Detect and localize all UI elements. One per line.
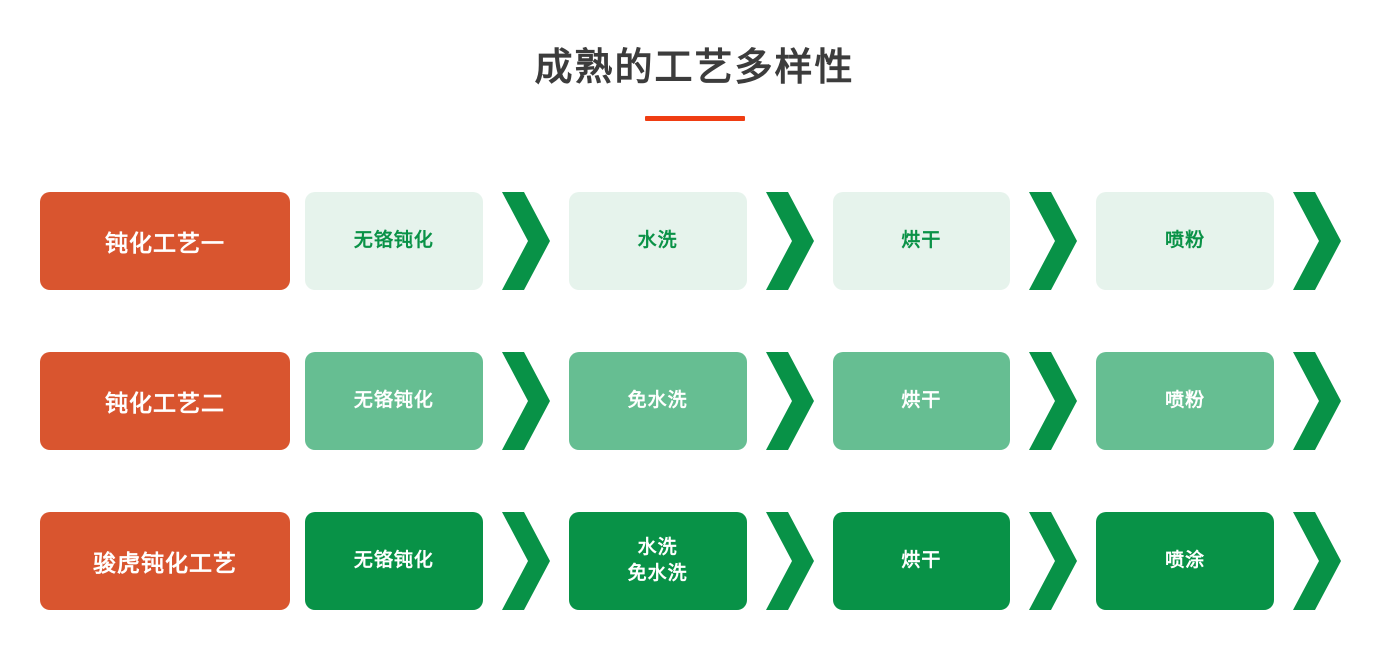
process-step-box[interactable]: 无铬钝化	[305, 512, 483, 610]
process-row-label[interactable]: 钝化工艺二	[40, 352, 290, 450]
chevron-right-icon	[483, 192, 569, 290]
chevron-right-icon	[483, 512, 569, 610]
process-step-group: 无铬钝化免水洗烘干喷粉	[305, 352, 1360, 450]
process-row-label[interactable]: 钝化工艺一	[40, 192, 290, 290]
chevron-right-icon	[1010, 512, 1096, 610]
process-flow: 钝化工艺一无铬钝化水洗烘干喷粉钝化工艺二无铬钝化免水洗烘干喷粉骏虎钝化工艺无铬钝…	[40, 192, 1360, 610]
row-label-spacer	[290, 352, 305, 450]
chevron-right-icon	[747, 512, 833, 610]
page-header: 成熟的工艺多样性	[0, 0, 1389, 121]
process-step-box[interactable]: 水洗 免水洗	[568, 512, 747, 610]
chevron-right-icon	[1010, 192, 1096, 290]
page-title: 成熟的工艺多样性	[534, 47, 855, 89]
process-step-box[interactable]: 喷粉	[1096, 352, 1274, 450]
process-step-box[interactable]: 烘干	[832, 512, 1011, 610]
process-step-box[interactable]: 无铬钝化	[305, 352, 483, 450]
row-label-spacer	[290, 512, 305, 610]
process-row: 骏虎钝化工艺无铬钝化水洗 免水洗烘干喷涂	[40, 512, 1360, 610]
chevron-right-icon	[1274, 352, 1360, 450]
chevron-right-icon	[1274, 512, 1360, 610]
chevron-right-icon	[747, 192, 833, 290]
chevron-right-icon	[1274, 192, 1360, 290]
chevron-right-icon	[747, 352, 833, 450]
process-row: 钝化工艺二无铬钝化免水洗烘干喷粉	[40, 352, 1360, 450]
process-row: 钝化工艺一无铬钝化水洗烘干喷粉	[40, 192, 1360, 290]
process-step-box[interactable]: 喷粉	[1096, 192, 1274, 290]
process-step-box[interactable]: 水洗	[568, 192, 747, 290]
process-step-box[interactable]: 无铬钝化	[305, 192, 483, 290]
process-step-group: 无铬钝化水洗烘干喷粉	[305, 192, 1360, 290]
process-step-box[interactable]: 喷涂	[1096, 512, 1274, 610]
process-step-box[interactable]: 烘干	[832, 352, 1011, 450]
title-accent-bar	[644, 116, 745, 121]
chevron-right-icon	[1010, 352, 1096, 450]
process-row-label[interactable]: 骏虎钝化工艺	[40, 512, 290, 610]
chevron-right-icon	[483, 352, 569, 450]
process-step-box[interactable]: 免水洗	[568, 352, 747, 450]
process-step-box[interactable]: 烘干	[832, 192, 1011, 290]
process-step-group: 无铬钝化水洗 免水洗烘干喷涂	[305, 512, 1360, 610]
row-label-spacer	[290, 192, 305, 290]
